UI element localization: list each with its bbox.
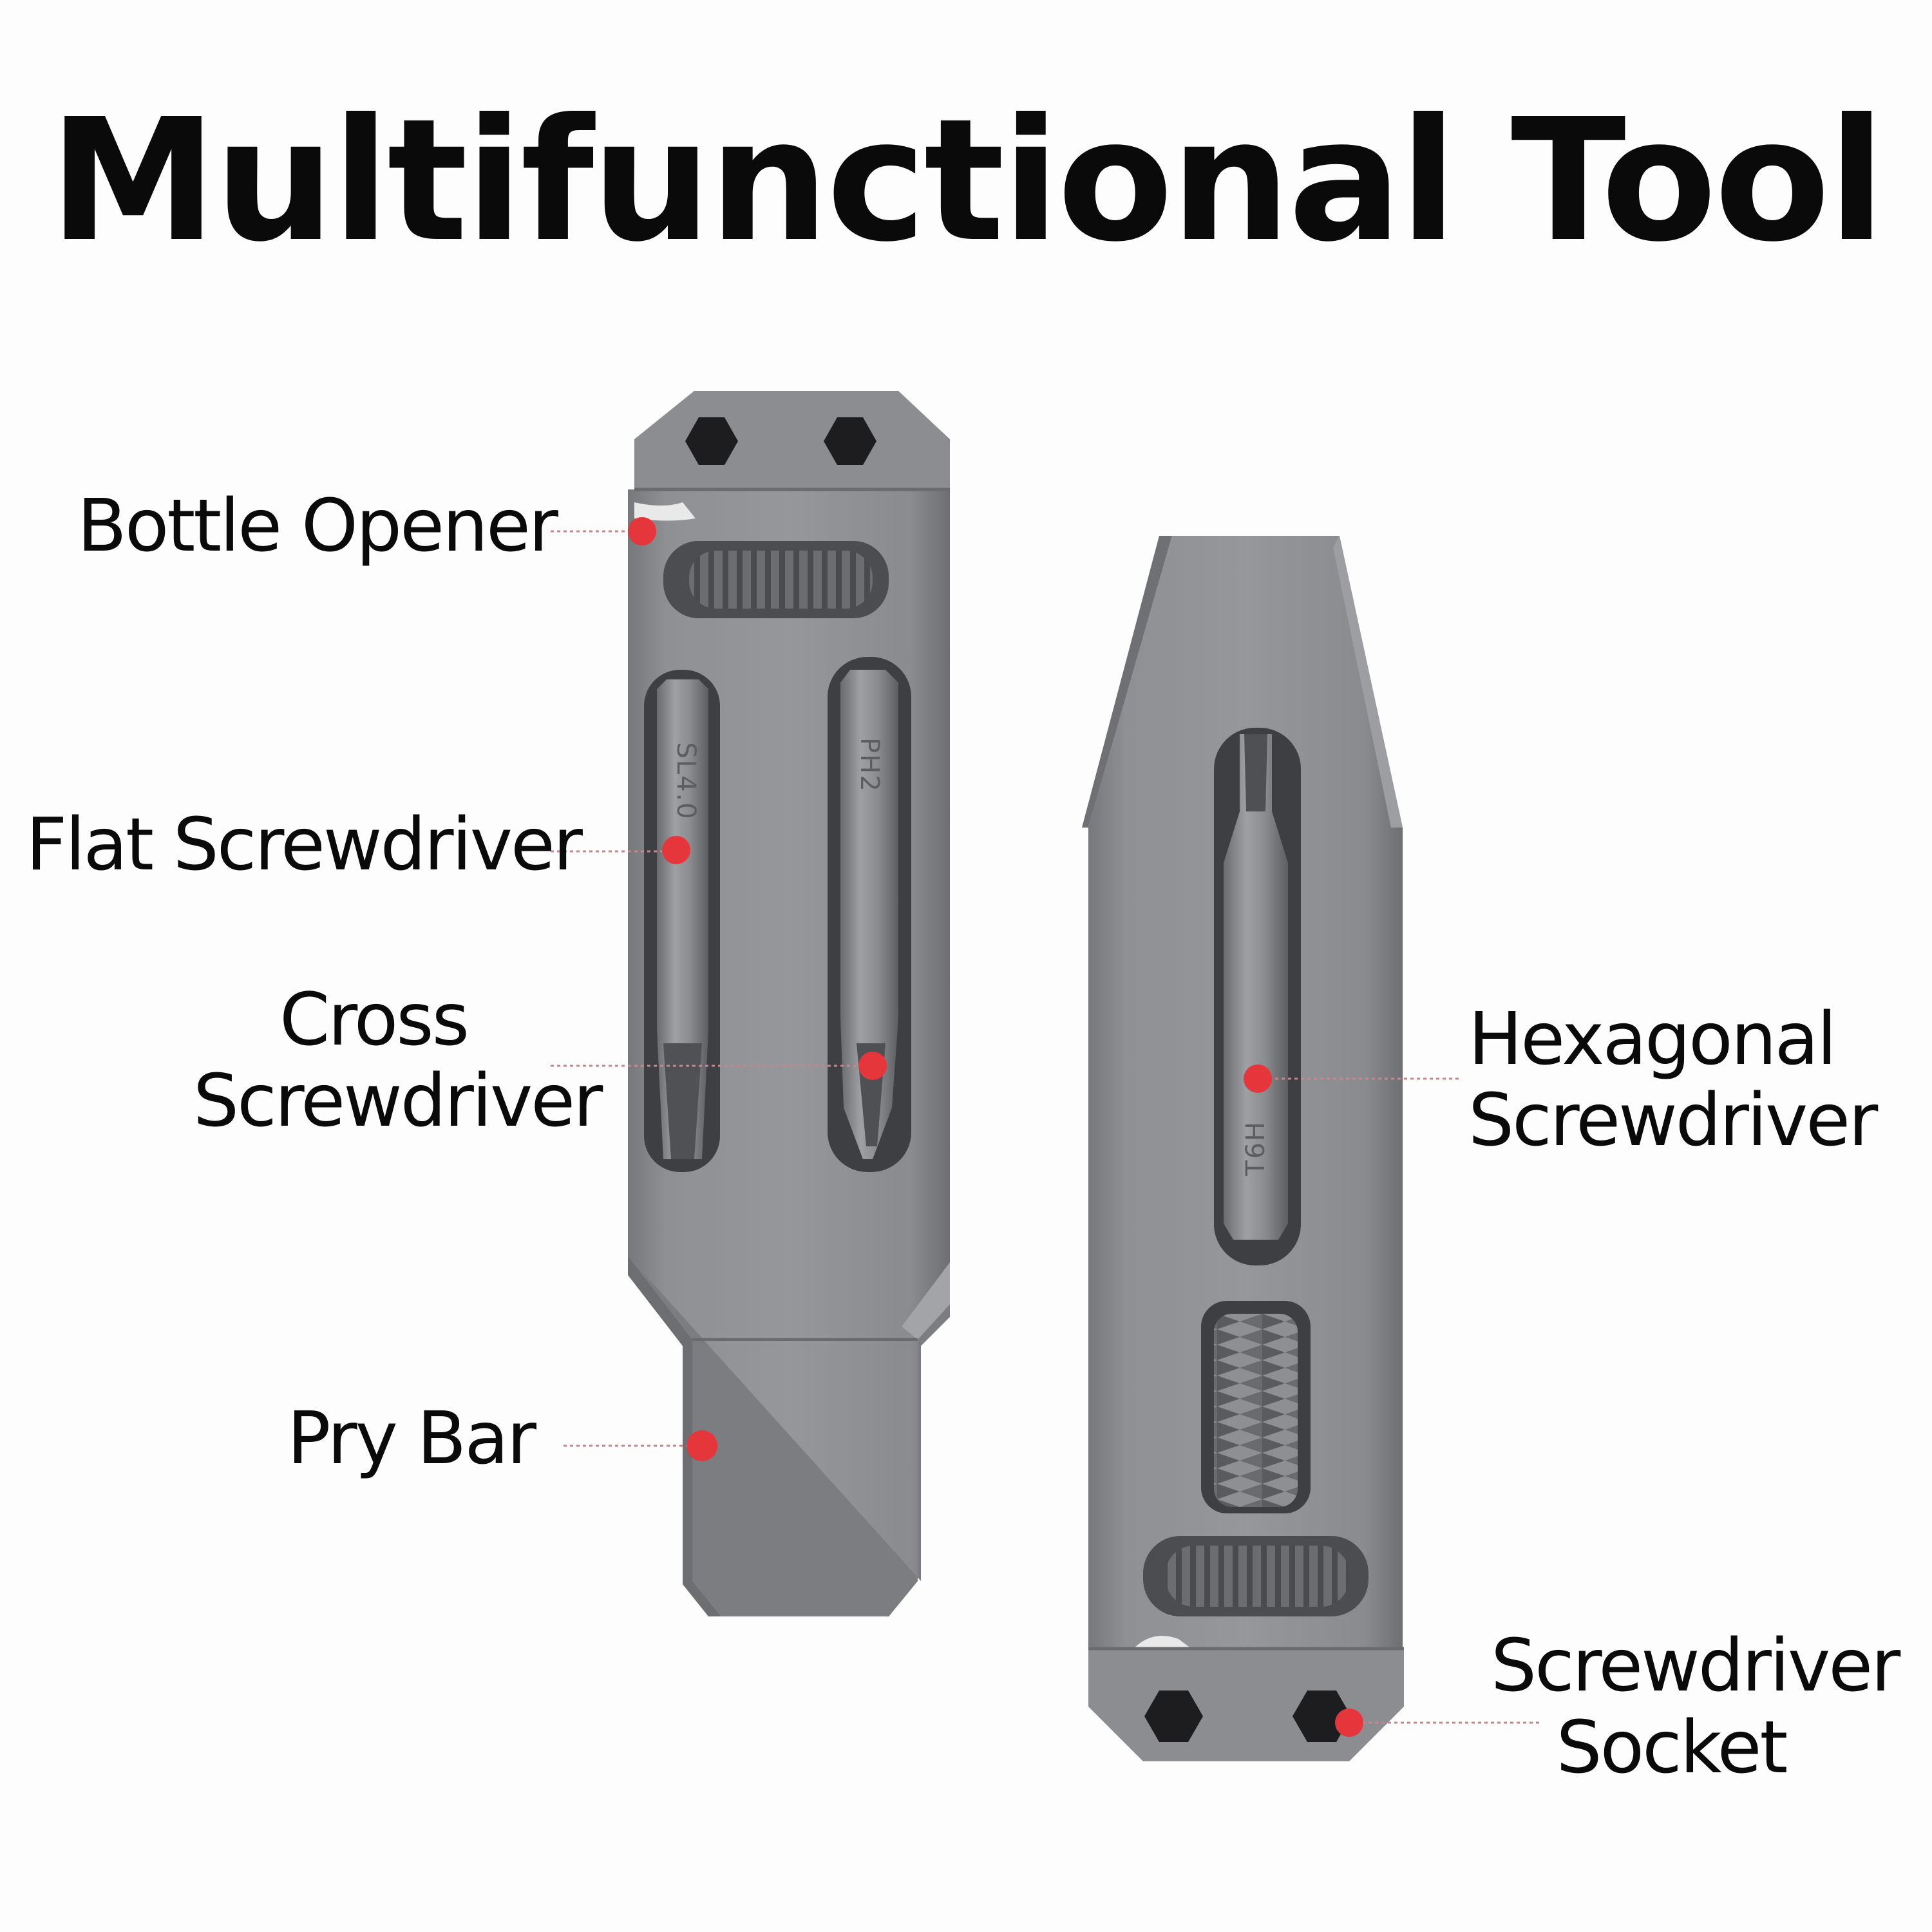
- label-socket-line2: Socket: [1556, 1706, 1788, 1790]
- marker-pry-bar: [687, 1430, 717, 1461]
- right-tool-bevel: [1082, 536, 1172, 828]
- right-tool: [1082, 536, 1404, 1761]
- knurled-wheel: [1166, 1546, 1349, 1607]
- knurled-wheel: [689, 551, 873, 609]
- pry-bar-bevel-right: [902, 1262, 950, 1340]
- flat-screwdriver-bit: [657, 679, 708, 1159]
- thread-insert: [1214, 1314, 1298, 1507]
- screwdriver-socket-cap: [1088, 1649, 1404, 1761]
- label-cross-line1: Cross: [279, 978, 469, 1062]
- pry-bar-bevel-left: [628, 1256, 721, 1616]
- left-tool-cap: [634, 391, 950, 489]
- hex-bit-marking: T6H: [1241, 1121, 1271, 1176]
- hex-hole: [1144, 1690, 1203, 1742]
- flat-bit-marking: SL4.0: [671, 742, 701, 820]
- page-title: Multifunctional Tool: [49, 82, 1886, 279]
- pry-bar-face: [628, 1256, 950, 1616]
- marker-screwdriver-socket: [1335, 1709, 1363, 1737]
- label-pry-bar: Pry Bar: [287, 1397, 536, 1481]
- left-tool: [628, 391, 950, 1616]
- bottle-opener-notch: [634, 502, 696, 521]
- hex-hole: [1293, 1690, 1351, 1742]
- label-socket-line1: Screwdriver: [1491, 1624, 1900, 1708]
- label-hex-line1: Hexagonal: [1468, 998, 1837, 1081]
- label-cross-line2: Screwdriver: [193, 1059, 603, 1143]
- label-hex-line2: Screwdriver: [1468, 1079, 1878, 1162]
- hex-screwdriver-bit: [1224, 734, 1288, 1240]
- hex-hole: [824, 417, 876, 465]
- cross-bit-marking: PH2: [855, 737, 884, 793]
- hex-hole: [685, 417, 738, 465]
- label-bottle-opener: Bottle Opener: [77, 484, 558, 568]
- marker-bottle-opener: [628, 517, 656, 545]
- callouts: [551, 530, 1542, 1724]
- markers: [628, 517, 1363, 1737]
- marker-cross-screwdriver: [858, 1052, 887, 1080]
- marker-flat-screwdriver: [662, 836, 690, 864]
- label-flat-screwdriver: Flat Screwdriver: [26, 803, 583, 887]
- marker-hexagonal-screwdriver: [1244, 1065, 1272, 1093]
- cross-screwdriver-bit: [840, 670, 898, 1159]
